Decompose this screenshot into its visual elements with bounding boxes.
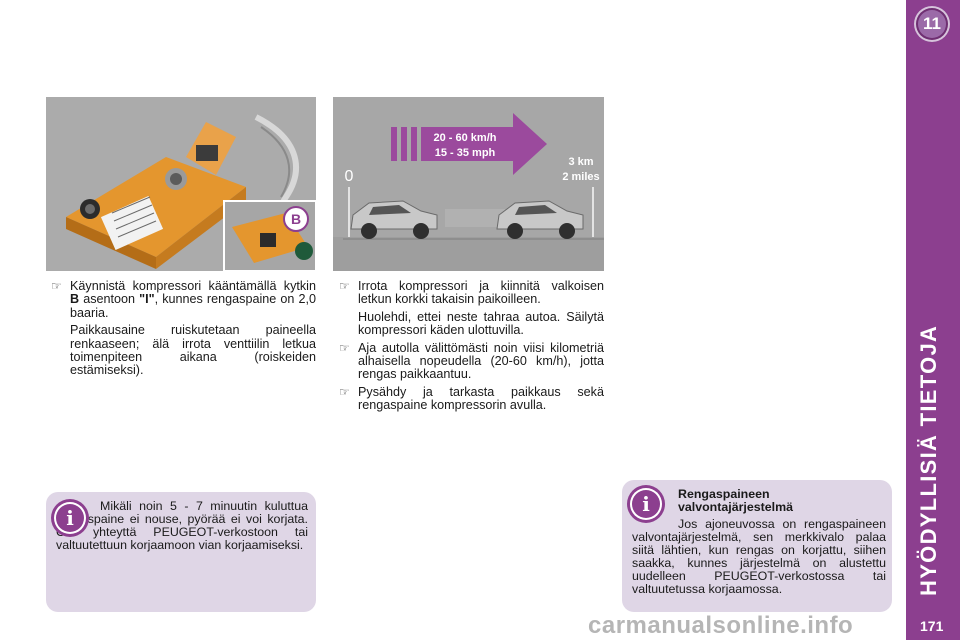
bullet-icon: ☞ [339,340,350,355]
instruction-text: Pysähdy ja tarkasta paikkaus sekä rengas… [358,384,604,413]
car-end-icon [496,200,584,239]
info-text: Jos ajoneuvossa on rengaspaineen valvont… [632,517,886,596]
stain-note: Huolehdi, ettei neste tahraa autoa. Säil… [358,309,604,338]
instruction-text: , kunnes rengaspaine on 2,0 baaria. [70,292,316,320]
position-i-key: "I" [139,292,155,307]
chapter-number-badge: 11 [914,6,950,42]
bullet-icon: ☞ [339,384,350,399]
instruction-check: ☞ Pysähdy ja tarkasta paikkaus sekä reng… [334,384,604,413]
instruction-text: Käynnistä kompressori kääntämällä kytkin [70,279,316,293]
info-title: Rengaspaineen valvontajärjestelmä [678,487,794,514]
bullet-icon: ☞ [51,279,62,293]
instructions-column-2: ☞ Irrota kompressori ja kiinnitä valkois… [334,279,604,417]
speed-mph-label: 15 - 35 mph [435,147,496,159]
instruction-text: asentoon [79,292,140,307]
info-icon: i [54,502,86,534]
distance-km-label: 3 km [568,156,593,168]
instruction-drive: ☞ Aja autolla välittömästi noin viisi ki… [334,340,604,382]
instruction-start-compressor: ☞ Käynnistä kompressori kääntämällä kytk… [46,279,316,320]
car-start-icon [350,200,438,239]
page-number: 171 [920,618,944,634]
watermark: carmanualsonline.info [588,612,854,639]
switch-b-key: B [70,292,80,307]
speed-kmh-label: 20 - 60 km/h [434,132,497,144]
info-box-tpms: i Rengaspaineen valvontajärjestelmä Jos … [622,480,892,612]
bullet-icon: ☞ [339,279,350,293]
instruction-text: Aja autolla välittömästi noin viisi kilo… [358,340,604,382]
info-box-repair-failed: Mikäli noin 5 - 7 minuutin kuluttua reng… [46,492,316,612]
chapter-number: 11 [923,14,941,33]
distance-miles-label: 2 miles [562,171,599,183]
instruction-text: Irrota kompressori ja kiinnitä valkoisen… [358,279,604,307]
chapter-title: HYÖDYLLISIÄ TIETOJA [916,324,941,596]
start-label: 0 [345,168,354,185]
instruction-disconnect: ☞ Irrota kompressori ja kiinnitä valkois… [334,279,604,307]
driving-distance-illustration: 20 - 60 km/h 15 - 35 mph 0 3 km 2 miles [333,97,604,271]
info-icon: i [630,488,662,520]
switch-b-label: B [291,211,301,227]
chapter-sidebar: 11 HYÖDYLLISIÄ TIETOJA [906,0,960,640]
instructions-column-1: ☞ Käynnistä kompressori kääntämällä kytk… [46,279,316,382]
compressor-illustration: B [46,97,316,271]
info-text: Mikäli noin 5 - 7 minuutin kuluttua reng… [56,499,308,552]
sealant-note: Paikkausaine ruiskutetaan paineella renk… [70,323,316,378]
